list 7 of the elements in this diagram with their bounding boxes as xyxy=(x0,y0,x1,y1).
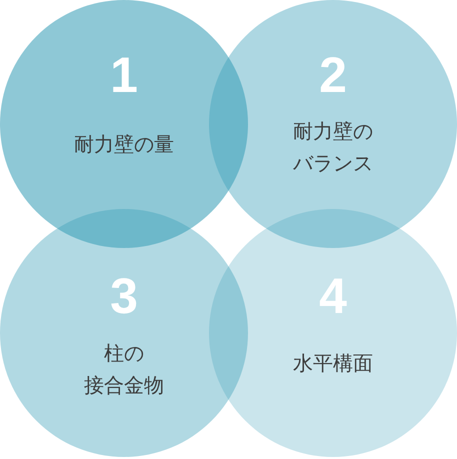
circle-label: 水平構面 xyxy=(293,350,373,377)
circle-label: 耐力壁のバランス xyxy=(293,118,373,177)
circle-label: 耐力壁の量 xyxy=(74,131,174,158)
circle-number: 1 xyxy=(110,50,138,100)
circle-number: 2 xyxy=(319,50,347,100)
circle-number: 3 xyxy=(110,271,138,321)
circle-label: 柱の接合金物 xyxy=(84,340,164,399)
